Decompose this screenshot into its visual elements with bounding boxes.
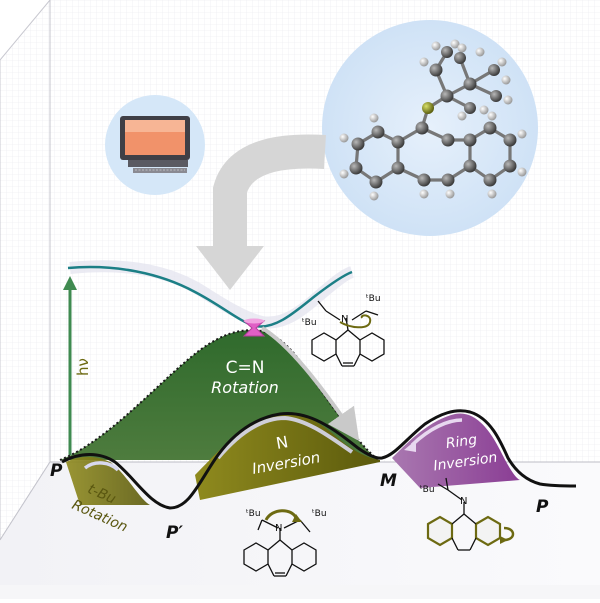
point-label-p-prime: P′ bbox=[166, 523, 183, 543]
molecule-hydrogens bbox=[339, 39, 527, 201]
molecule-structure-ring-inversion bbox=[426, 477, 515, 551]
ground-state-curve bbox=[61, 409, 577, 510]
mol2-tbu-left: ᵗBu bbox=[246, 509, 261, 519]
mol2-tbu-right: ᵗBu bbox=[312, 509, 327, 519]
gray-curved-arrow bbox=[196, 134, 326, 290]
mol3-tbu: ᵗBu bbox=[420, 485, 435, 495]
computer-monitor-icon bbox=[120, 116, 190, 173]
ring-inversion-arrowhead bbox=[404, 440, 416, 452]
hv-excitation-arrow bbox=[63, 276, 77, 455]
mol1-tbu-right: ᵗBu bbox=[366, 294, 381, 304]
molecule-structure-inversion bbox=[243, 509, 317, 577]
n-inversion-label-line1: N bbox=[275, 432, 290, 453]
molecule-nitrogen-atom bbox=[422, 102, 434, 114]
molecule-carbons bbox=[349, 46, 517, 189]
tbu-rotation-well bbox=[66, 456, 150, 505]
point-label-p-right: P bbox=[536, 497, 549, 517]
cn-rotation-label-line1: C=N bbox=[226, 358, 265, 378]
ring-inversion-label-line1: Ring bbox=[445, 432, 478, 452]
mol1-n: N bbox=[341, 314, 348, 325]
mol1-tbu-left: ᵗBu bbox=[302, 318, 317, 328]
funnel-icon bbox=[242, 318, 266, 337]
relaxation-pathway-arrow bbox=[260, 326, 360, 442]
cn-rotation-label-line2: Rotation bbox=[211, 378, 279, 397]
point-label-m: M bbox=[380, 471, 397, 491]
mol3-n: N bbox=[460, 496, 467, 507]
point-label-p-left: P bbox=[50, 461, 63, 481]
molecule-bubble bbox=[322, 20, 538, 236]
hv-label: hν bbox=[74, 358, 92, 376]
ring-inversion-highlight bbox=[410, 418, 463, 447]
ring-inversion-hill bbox=[392, 413, 520, 488]
tbu-rotation-highlight bbox=[83, 461, 120, 472]
mol2-n: N bbox=[275, 523, 282, 534]
molecule-structure-rotation bbox=[311, 300, 385, 367]
n-inversion-highlight bbox=[216, 415, 354, 460]
